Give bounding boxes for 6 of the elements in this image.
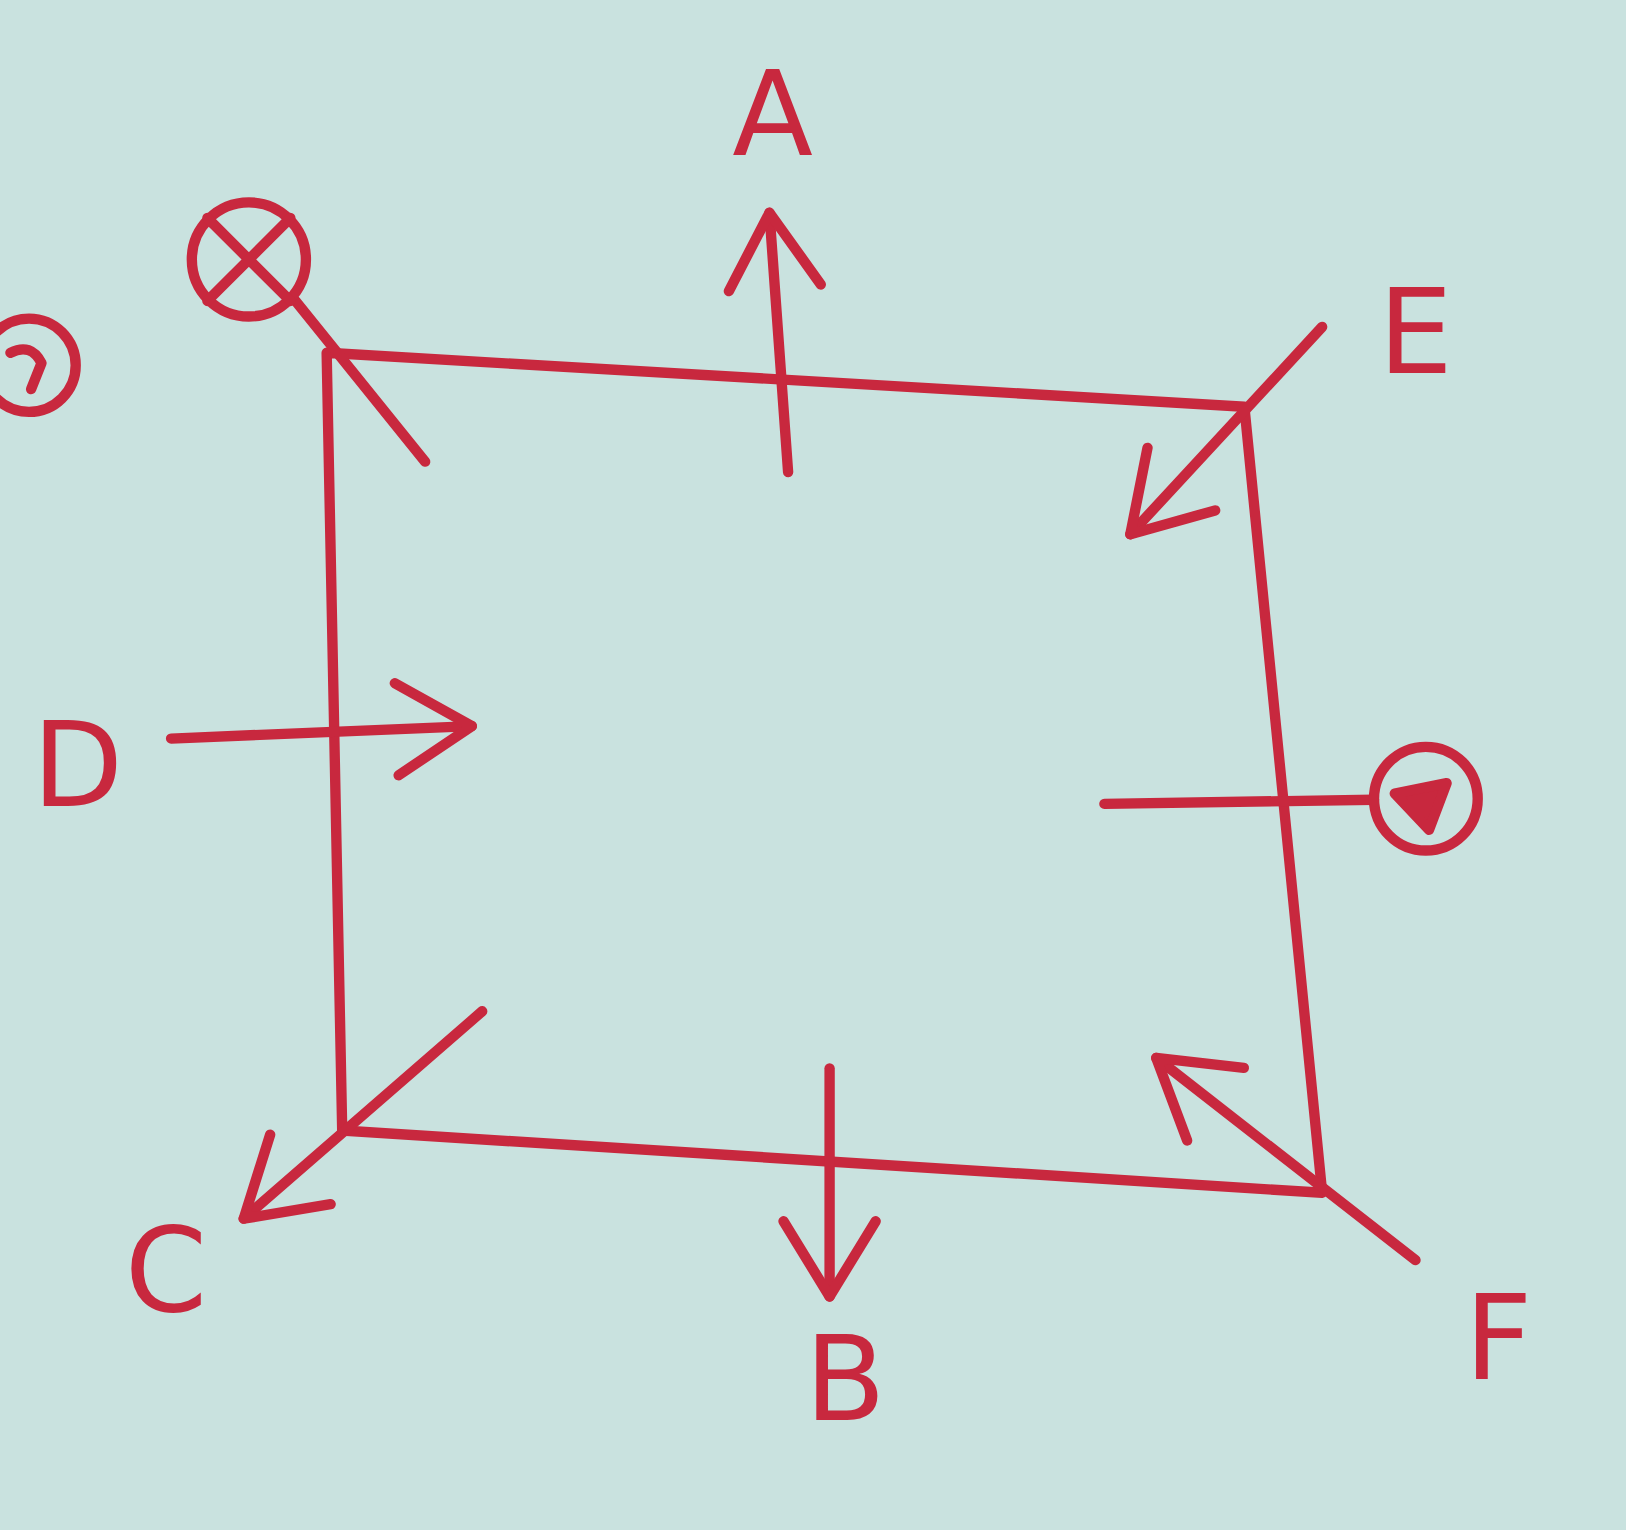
part-label: D xyxy=(32,706,124,825)
part-label: E xyxy=(1378,272,1453,391)
part-label: B xyxy=(804,1320,886,1439)
part-label: A xyxy=(732,55,813,174)
part-label: C xyxy=(124,1211,208,1330)
part-label: F xyxy=(1464,1278,1533,1397)
